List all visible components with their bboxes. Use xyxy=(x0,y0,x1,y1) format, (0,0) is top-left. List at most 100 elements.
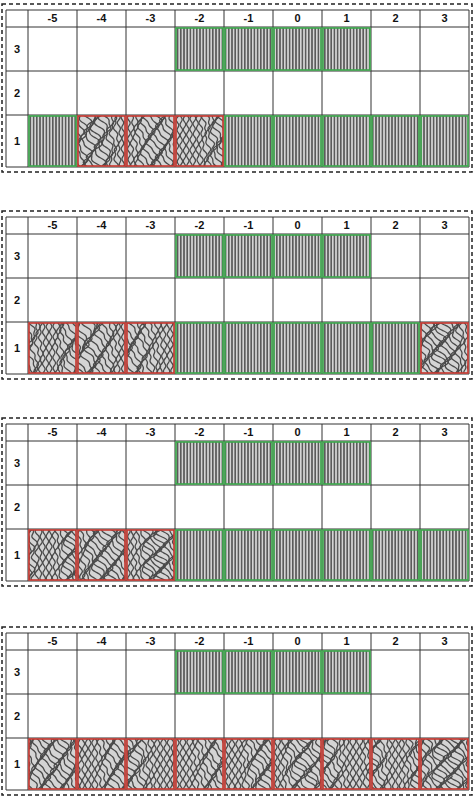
labyrinth-pattern xyxy=(127,323,174,373)
grid-line xyxy=(6,217,7,374)
labyrinth-line xyxy=(113,116,119,166)
stripe-pattern xyxy=(274,442,321,484)
stripe-pattern xyxy=(176,651,223,693)
labyrinth-line xyxy=(127,323,135,373)
row-header: 1 xyxy=(7,739,27,789)
labyrinth-line xyxy=(138,739,146,789)
green-cell-border xyxy=(274,116,321,166)
row-header: 1 xyxy=(7,116,27,166)
stripe-pattern xyxy=(225,530,272,580)
labyrinth-line xyxy=(376,739,385,789)
row-header: 2 xyxy=(7,695,27,737)
labyrinth-line xyxy=(89,739,91,789)
labyrinth-line xyxy=(238,739,241,789)
row-header: 2 xyxy=(7,72,27,114)
labyrinth-pattern xyxy=(29,530,76,580)
grid-line xyxy=(6,10,7,167)
row-header: 1 xyxy=(7,530,27,580)
stripe-pattern xyxy=(225,442,272,484)
labyrinth-line xyxy=(39,530,43,580)
labyrinth-line xyxy=(148,323,155,373)
stripe-pattern xyxy=(176,323,223,373)
labyrinth-line xyxy=(167,323,170,373)
labyrinth-line xyxy=(455,323,462,373)
red-cell-border xyxy=(274,739,321,789)
stripe-pattern xyxy=(421,530,468,580)
column-header: 3 xyxy=(421,218,468,233)
column-header: -4 xyxy=(78,218,125,233)
column-header: -3 xyxy=(127,425,174,440)
stripe-pattern xyxy=(176,235,223,277)
column-header: -4 xyxy=(78,11,125,26)
column-header: -1 xyxy=(225,425,272,440)
column-header: -3 xyxy=(127,634,174,649)
stripe-pattern xyxy=(372,323,419,373)
red-cell-border xyxy=(127,739,174,789)
labyrinth-line xyxy=(142,739,149,789)
labyrinth-line xyxy=(168,116,174,166)
green-cell-border xyxy=(323,235,370,277)
labyrinth-line xyxy=(439,739,452,789)
labyrinth-line xyxy=(121,116,124,166)
green-cell-border xyxy=(323,116,370,166)
labyrinth-line xyxy=(64,323,76,373)
labyrinth-line xyxy=(159,530,169,580)
labyrinth-line xyxy=(226,739,229,789)
red-cell-border xyxy=(225,739,272,789)
labyrinth-pattern xyxy=(78,530,125,580)
green-cell-border xyxy=(372,323,419,373)
labyrinth-line xyxy=(278,739,281,789)
green-cell-border xyxy=(274,323,321,373)
labyrinth-line xyxy=(119,739,125,789)
labyrinth-line xyxy=(117,116,121,166)
stripe-pattern xyxy=(323,28,370,70)
red-cell-border xyxy=(127,530,174,580)
labyrinth-line xyxy=(436,323,449,373)
labyrinth-line xyxy=(183,116,185,166)
labyrinth-line xyxy=(52,323,55,373)
red-cell-border xyxy=(127,116,174,166)
green-cell-border xyxy=(372,530,419,580)
green-cell-border xyxy=(421,530,468,580)
red-cell-border xyxy=(78,530,125,580)
grid-panel xyxy=(2,211,474,379)
green-cell-border xyxy=(176,323,223,373)
green-cell-border xyxy=(323,530,370,580)
labyrinth-line xyxy=(407,739,414,789)
labyrinth-line xyxy=(346,739,349,789)
labyrinth-line xyxy=(85,739,87,789)
stripe-pattern xyxy=(176,28,223,70)
labyrinth-line xyxy=(154,739,157,789)
green-cell-border xyxy=(323,323,370,373)
labyrinth-line xyxy=(280,739,284,789)
labyrinth-line xyxy=(169,530,174,580)
row-header: 3 xyxy=(7,442,27,484)
row-header: 3 xyxy=(7,235,27,277)
labyrinth-line xyxy=(399,739,402,789)
row-header: 1 xyxy=(7,323,27,373)
stripe-pattern xyxy=(225,28,272,70)
stripe-pattern xyxy=(274,530,321,580)
labyrinth-line xyxy=(177,739,179,789)
red-cell-border xyxy=(421,739,468,789)
column-header: -2 xyxy=(176,11,223,26)
labyrinth-pattern xyxy=(29,739,76,789)
labyrinth-pattern xyxy=(127,530,174,580)
green-cell-border xyxy=(225,323,272,373)
green-cell-border xyxy=(323,28,370,70)
labyrinth-line xyxy=(150,739,154,789)
labyrinth-line xyxy=(157,739,160,789)
green-cell-border xyxy=(274,530,321,580)
labyrinth-line xyxy=(131,530,134,580)
row-header: 3 xyxy=(7,651,27,693)
labyrinth-line xyxy=(217,739,223,789)
red-cell-border xyxy=(323,739,370,789)
labyrinth-line xyxy=(43,530,46,580)
column-header: 3 xyxy=(421,425,468,440)
stripe-pattern xyxy=(225,235,272,277)
labyrinth-line xyxy=(170,323,173,373)
grid-panel xyxy=(2,627,474,795)
column-header: 3 xyxy=(421,634,468,649)
